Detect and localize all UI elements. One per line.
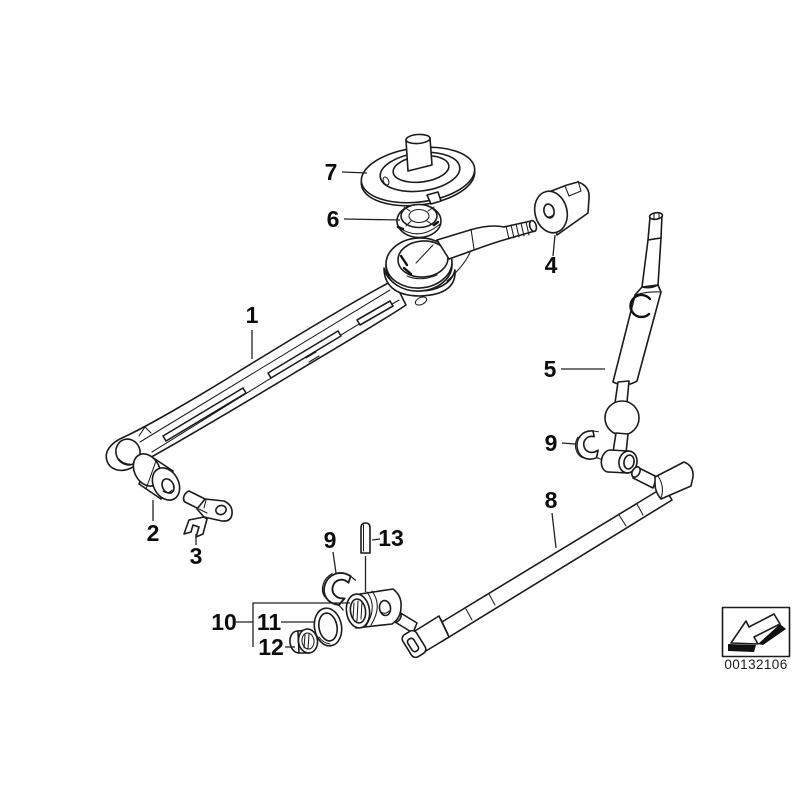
part-1-lever-cup: [383, 237, 472, 297]
part-2-bushing: [132, 453, 181, 501]
part-9-clip-upper: [571, 428, 605, 466]
part-label-10: 10: [211, 609, 237, 635]
part-3-bracket: [182, 490, 233, 538]
part-1-shift-lever-arm: [105, 280, 428, 472]
part-label-11: 11: [257, 609, 282, 635]
part-11-seal-ring: [313, 607, 343, 647]
part-label-7: 7: [325, 159, 338, 185]
part-label-6: 6: [327, 206, 340, 232]
part-label-3: 3: [190, 543, 203, 569]
part-label-9-lower: 9: [324, 527, 337, 553]
part-label-9-upper: 9: [545, 430, 558, 456]
part-8-connecting-rod: [392, 461, 694, 659]
part-label-5: 5: [544, 356, 557, 382]
part-5-selector-rod: [600, 211, 664, 474]
part-1-selector-rod-end: [436, 219, 538, 260]
part-12-cap-bushing: [289, 628, 319, 654]
diagram-thumbnail-box[interactable]: [721, 606, 791, 658]
part-7-retaining-ring: [360, 133, 476, 207]
part-label-12: 12: [258, 634, 284, 660]
part-6-bearing-cup: [396, 203, 442, 239]
part-label-13: 13: [378, 525, 404, 551]
part-4-damper-weight: [533, 180, 590, 236]
arrow-down-left-icon: [728, 613, 786, 652]
part-10-joint-body: [345, 588, 402, 629]
doc-number: 00132106: [724, 657, 787, 672]
part-label-8: 8: [545, 487, 558, 513]
leader-lines: [152, 171, 605, 648]
part-label-4: 4: [545, 252, 558, 278]
part-13-pin: [360, 522, 371, 554]
part-label-1: 1: [246, 302, 259, 328]
part-label-2: 2: [147, 520, 160, 546]
